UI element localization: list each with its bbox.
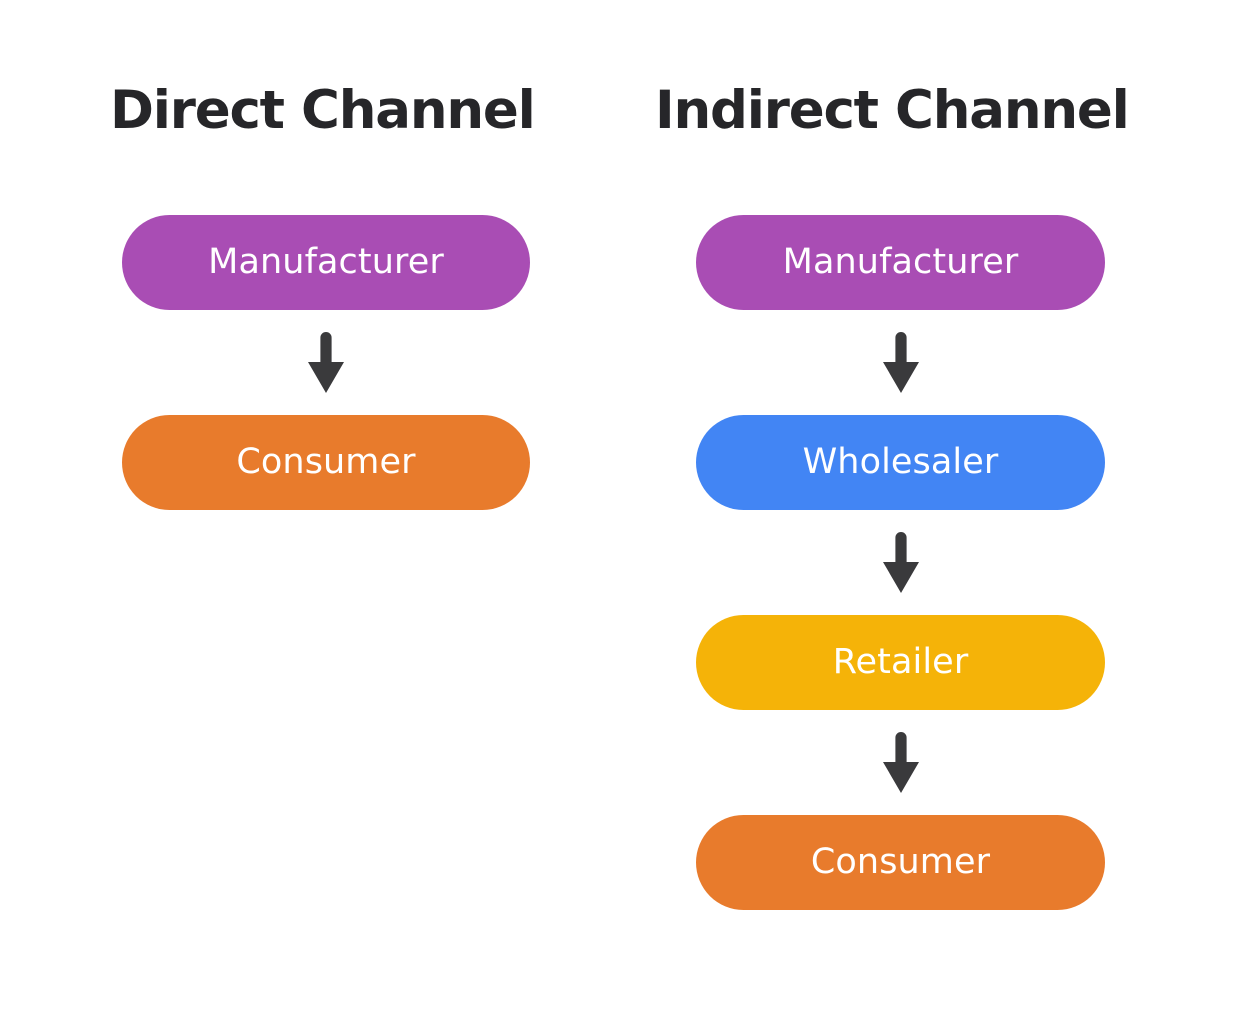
- connector-wholesaler-to-retailer: [696, 510, 1105, 615]
- node-label: Manufacturer: [782, 242, 1019, 282]
- node-label: Consumer: [236, 442, 416, 482]
- node-wholesaler: Wholesaler: [696, 415, 1105, 510]
- down-arrow-icon: [882, 331, 920, 394]
- direct-channel-column: Direct Channel Manufacturer Consumer: [110, 0, 536, 1016]
- node-label: Wholesaler: [802, 442, 999, 482]
- node-consumer: Consumer: [696, 815, 1105, 910]
- connector-retailer-to-consumer: [696, 710, 1105, 815]
- direct-channel-title: Direct Channel: [110, 80, 536, 141]
- connector-manufacturer-to-wholesaler: [696, 310, 1105, 415]
- connector-manufacturer-to-consumer: [122, 310, 530, 415]
- indirect-channel-flow: Manufacturer Wholesaler: [696, 215, 1105, 910]
- node-label: Manufacturer: [208, 242, 444, 282]
- down-arrow-icon: [307, 331, 345, 394]
- node-manufacturer: Manufacturer: [122, 215, 530, 310]
- node-retailer: Retailer: [696, 615, 1105, 710]
- indirect-channel-column: Indirect Channel Manufacturer Wholesaler: [655, 0, 1130, 1016]
- node-manufacturer: Manufacturer: [696, 215, 1105, 310]
- node-label: Retailer: [832, 642, 969, 682]
- down-arrow-icon: [882, 531, 920, 594]
- indirect-channel-title: Indirect Channel: [655, 80, 1130, 141]
- direct-channel-flow: Manufacturer Consumer: [122, 215, 530, 510]
- node-label: Consumer: [810, 842, 991, 882]
- node-consumer: Consumer: [122, 415, 530, 510]
- down-arrow-icon: [882, 731, 920, 794]
